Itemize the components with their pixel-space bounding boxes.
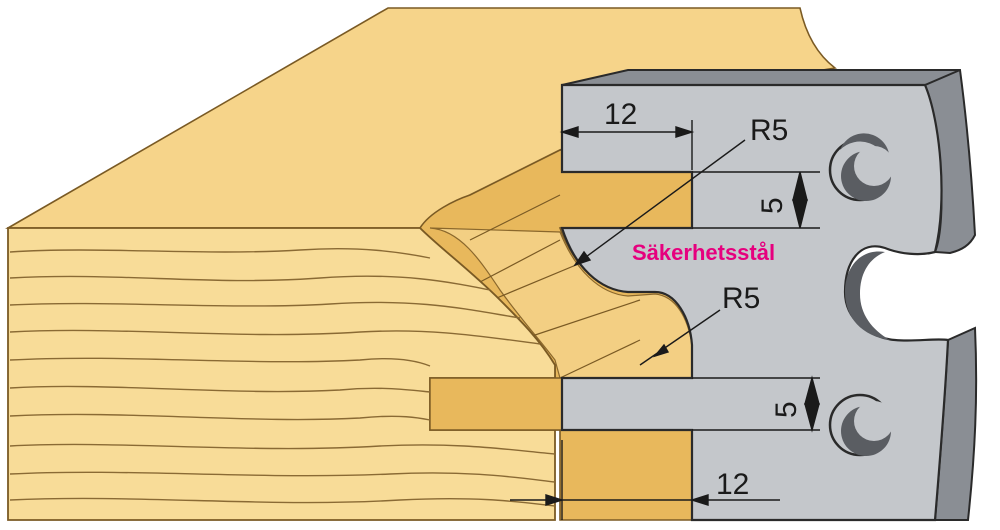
dim-lower-offset: 5 [770, 401, 803, 418]
knife-notch [845, 251, 890, 340]
dim-top-width: 12 [604, 98, 637, 131]
knife-top-face [561, 69, 961, 86]
dim-upper-offset: 5 [756, 197, 789, 214]
knife-hole-top [828, 133, 894, 202]
steel-knife [560, 69, 978, 522]
knife-hole-bottom [828, 393, 894, 457]
material-label: Säkerhetsstål [632, 240, 775, 265]
wood-groove-lines [469, 194, 641, 379]
dim-bottom-width: 12 [716, 468, 749, 501]
dim-lower-radius: R5 [722, 282, 760, 315]
dimension-lines [510, 120, 820, 520]
wood-grain [9, 248, 556, 507]
dim-upper-radius: R5 [750, 114, 788, 147]
